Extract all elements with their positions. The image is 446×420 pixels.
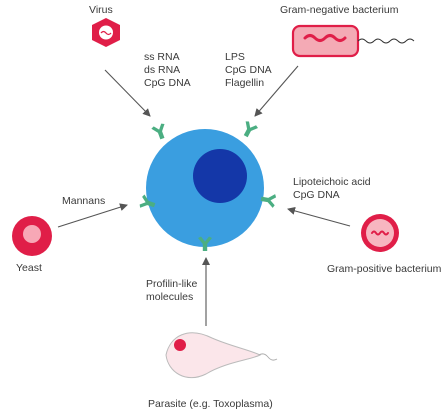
parasite-name-label: Parasite (e.g. Toxoplasma) <box>148 398 273 410</box>
yeast-ligand-list: Mannans <box>62 195 105 208</box>
ligand-label: CpG DNA <box>293 189 340 201</box>
gram-positive-ligand-list: Lipoteichoic acid CpG DNA <box>293 176 371 202</box>
ligand-label: ss RNA <box>144 51 180 63</box>
gram-negative-ligand-list: LPS CpG DNA Flagellin <box>225 51 272 90</box>
parasite-ligand-list: Profilin-like molecules <box>146 278 197 304</box>
gram-negative-name-label: Gram-negative bacterium <box>280 4 399 16</box>
parasite-flagellate-icon <box>165 332 278 379</box>
ligand-label: ds RNA <box>144 64 181 76</box>
virus-name-label: Virus <box>89 4 113 16</box>
ligand-label: CpG DNA <box>225 64 272 76</box>
yeast-arrow <box>57 203 128 228</box>
gram-negative-arrow <box>254 65 299 117</box>
receptor-upper-left-icon <box>150 122 169 141</box>
receptor-upper-right-icon <box>239 120 259 140</box>
virus-ligand-list: ss RNA ds RNA CpG DNA <box>144 51 191 90</box>
gram-positive-arrow <box>287 206 351 227</box>
ligand-label: Mannans <box>62 195 106 207</box>
ligand-label: Lipoteichoic acid <box>293 176 371 188</box>
ligand-label: CpG DNA <box>144 77 191 89</box>
yeast-cell-icon <box>12 216 52 256</box>
ligand-label: Flagellin <box>225 77 265 89</box>
ligand-label: molecules <box>146 291 194 303</box>
immune-cell-icon <box>146 129 264 247</box>
virus-hexagon-icon <box>92 18 120 47</box>
rod-bacterium-flagellum-icon <box>291 24 415 58</box>
yeast-name-label: Yeast <box>16 262 42 274</box>
ligand-label: LPS <box>225 51 245 63</box>
round-bacterium-icon <box>361 214 399 252</box>
gram-positive-name-label: Gram-positive bacterium <box>327 263 442 275</box>
ligand-label: Profilin-like <box>146 278 198 290</box>
virus-arrow <box>104 69 151 117</box>
